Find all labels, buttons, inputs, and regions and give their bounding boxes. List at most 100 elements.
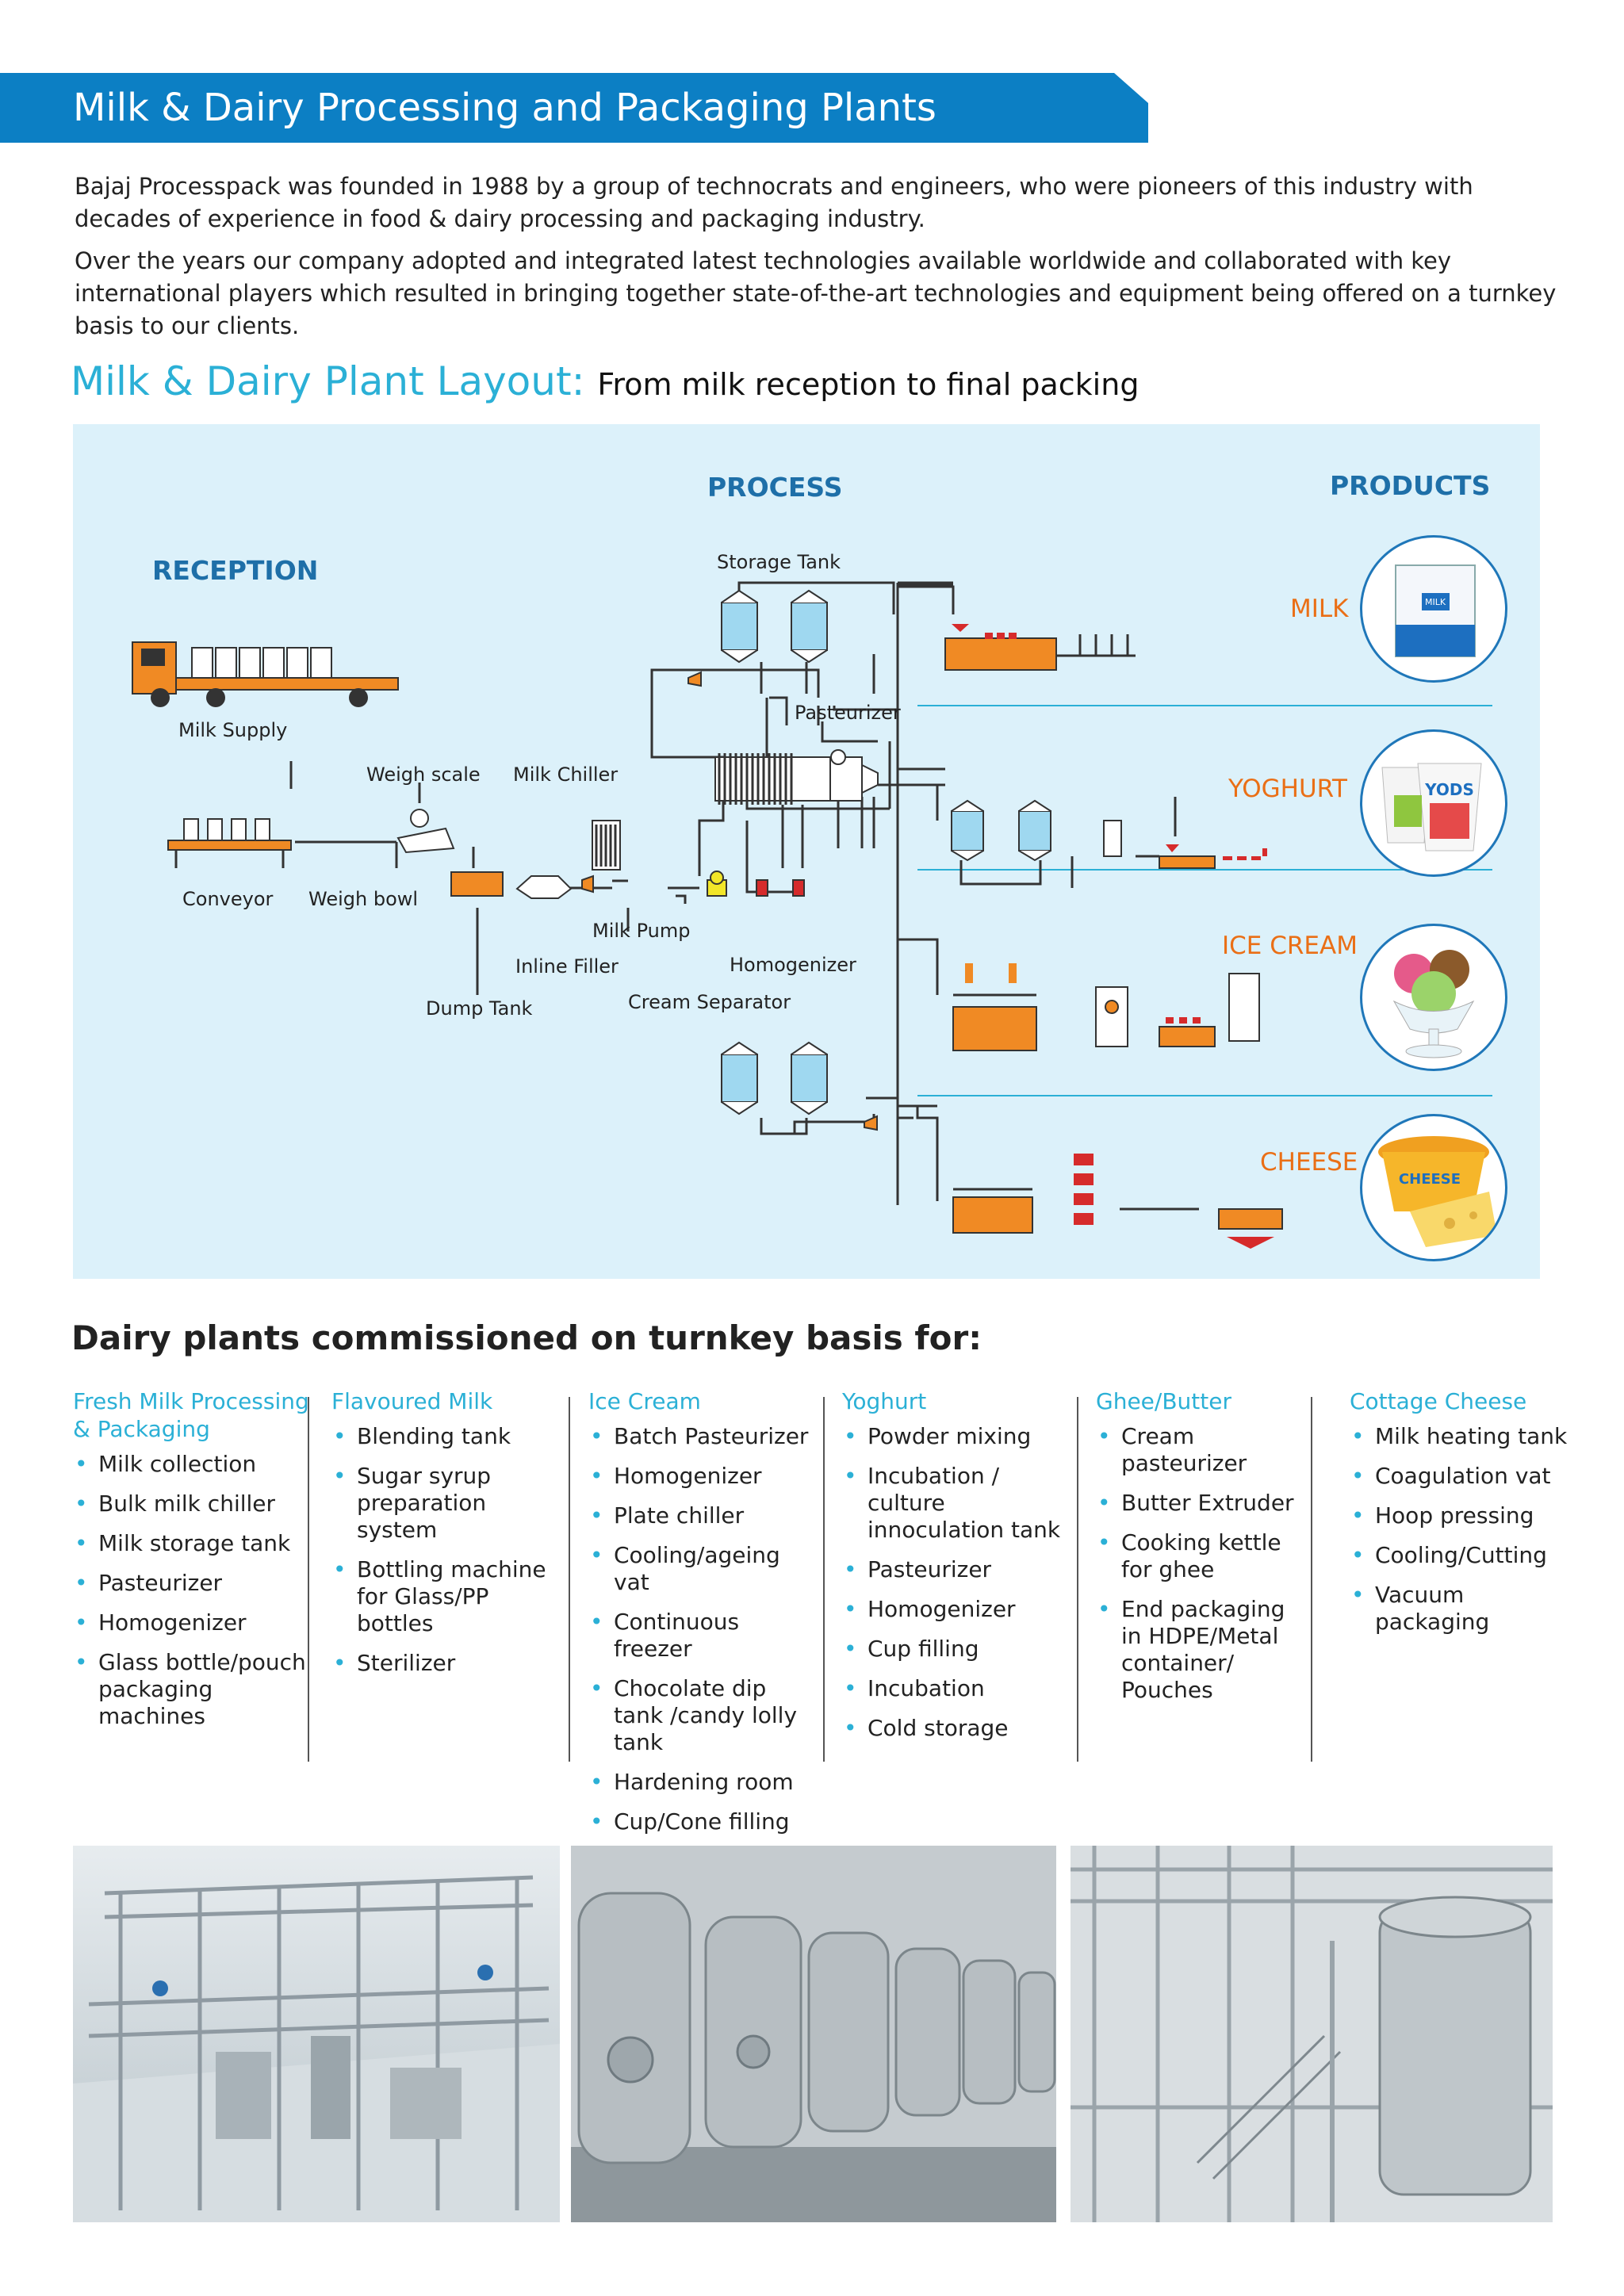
weigh-scale-icon (396, 809, 455, 854)
conveyor-icon (167, 818, 292, 868)
column-divider (1311, 1397, 1312, 1762)
list-item: Hoop pressing (1350, 1502, 1572, 1529)
column-title: Cottage Cheese (1350, 1388, 1527, 1414)
lower-tanks-icon (721, 1041, 828, 1115)
column-divider (823, 1397, 825, 1762)
list-item: Vacuum packaging (1350, 1582, 1572, 1636)
section-reception: RECEPTION (152, 555, 319, 586)
milk-truck-icon (132, 641, 399, 707)
list-item: Homogenizer (588, 1463, 818, 1490)
column-ice-cream: Ice Cream Batch Pasteurizer Homogenizer … (588, 1387, 818, 1848)
column-flavoured-milk: Flavoured Milk Blending tank Sugar syrup… (331, 1387, 569, 1689)
layout-subtitle: From milk reception to final packing (597, 367, 1139, 402)
label-homogenizer: Homogenizer (730, 954, 856, 976)
section-process: PROCESS (707, 472, 843, 503)
list-item: Cooling/ageing vat (588, 1542, 818, 1596)
intro-paragraph-2: Over the years our company adopted and i… (75, 247, 1557, 339)
plant-photo-3 (1071, 1846, 1553, 2222)
list-item: End packaging in HDPE/Metal container/ P… (1096, 1596, 1310, 1704)
column-list: Powder mixing Incubation / culture innoc… (842, 1423, 1080, 1742)
list-item: Hardening room (588, 1769, 818, 1796)
list-item: Homogenizer (842, 1596, 1080, 1623)
column-list: Milk collection Bulk milk chiller Milk s… (73, 1451, 311, 1730)
list-item: Incubation (842, 1675, 1080, 1702)
list-item: Cooling/Cutting (1350, 1542, 1572, 1569)
column-list: Cream pasteurizer Butter Extruder Cookin… (1096, 1423, 1310, 1704)
list-item: Chocolate dip tank /candy lolly tank (588, 1675, 818, 1756)
label-cream-separator: Cream Separator (628, 991, 791, 1013)
label-dump-tank: Dump Tank (426, 997, 533, 1020)
column-title: Fresh Milk Processing & Packaging (73, 1388, 309, 1442)
product-yoghurt-label: YOGHURT (1228, 775, 1347, 803)
column-ghee-butter: Ghee/Butter Cream pasteurizer Butter Ext… (1096, 1387, 1310, 1716)
layout-title: Milk & Dairy Plant Layout: (71, 358, 585, 404)
list-item: Milk heating tank (1350, 1423, 1572, 1450)
list-item: Cup filling (842, 1636, 1080, 1663)
plant-photo-1 (73, 1846, 560, 2222)
milk-pack-text: MILK (1425, 597, 1446, 607)
storage-tanks-icon (721, 589, 828, 664)
yoghurt-line-icon (951, 797, 1267, 888)
column-yoghurt: Yoghurt Powder mixing Incubation / cultu… (842, 1387, 1080, 1755)
cheese-cup-image: CHEESE (1360, 1114, 1507, 1261)
label-conveyor: Conveyor (182, 888, 274, 910)
list-item: Powder mixing (842, 1423, 1080, 1450)
column-title: Yoghurt (842, 1388, 927, 1414)
label-milk-pump: Milk Pump (592, 920, 691, 942)
dump-tank-icon (450, 871, 504, 897)
label-weigh-scale: Weigh scale (366, 763, 481, 786)
diagram-drawing (132, 581, 1492, 1249)
list-item: Coagulation vat (1350, 1463, 1572, 1490)
column-list: Milk heating tank Coagulation vat Hoop p… (1350, 1423, 1572, 1636)
milk-pump-icon (581, 874, 594, 894)
column-fresh-milk: Fresh Milk Processing & Packaging Milk c… (73, 1387, 311, 1743)
column-divider (569, 1397, 570, 1762)
section-products: PRODUCTS (1330, 470, 1491, 501)
plant-layout-diagram: PROCESS PRODUCTS RECEPTION Milk Supply C… (73, 424, 1540, 1279)
layout-heading: Milk & Dairy Plant Layout: From milk rec… (71, 358, 1139, 404)
intro-text: Bajaj Processpack was founded in 1988 by… (75, 170, 1557, 352)
cheese-brand-text: CHEESE (1399, 1171, 1461, 1188)
list-item: Pasteurizer (842, 1556, 1080, 1583)
product-cheese-label: CHEESE (1260, 1148, 1358, 1177)
milk-packing-line-icon (944, 624, 1136, 671)
list-item: Incubation / culture innoculation tank (842, 1463, 1080, 1544)
column-cottage-cheese: Cottage Cheese Milk heating tank Coagula… (1350, 1387, 1572, 1648)
column-list: Blending tank Sugar syrup preparation sy… (331, 1423, 569, 1677)
label-storage-tank: Storage Tank (717, 551, 841, 573)
ice-cream-image (1360, 924, 1507, 1071)
cream-separator-icon (707, 871, 727, 897)
list-item: Pasteurizer (73, 1570, 311, 1597)
label-inline-filler: Inline Filler (515, 955, 619, 978)
header-banner: Milk & Dairy Processing and Packaging Pl… (0, 73, 1148, 143)
list-item: Butter Extruder (1096, 1490, 1310, 1517)
list-item: Cup/Cone filling (588, 1808, 818, 1835)
column-divider (308, 1397, 309, 1762)
list-item: Glass bottle/pouch packaging machines (73, 1649, 311, 1730)
label-pasteurizer: Pasteurizer (795, 702, 901, 724)
commissioned-heading: Dairy plants commissioned on turnkey bas… (71, 1318, 982, 1357)
list-item: Cream pasteurizer (1096, 1423, 1310, 1477)
column-title: Ice Cream (588, 1388, 701, 1414)
list-item: Cooking kettle for ghee (1096, 1529, 1310, 1583)
list-item: Continuous freezer (588, 1609, 818, 1663)
list-item: Bulk milk chiller (73, 1490, 311, 1517)
list-item: Bottling machine for Glass/PP bottles (331, 1556, 569, 1637)
homogenizer-icon (756, 879, 805, 897)
cheese-line-icon (952, 1154, 1283, 1249)
intro-paragraph-1: Bajaj Processpack was founded in 1988 by… (75, 173, 1473, 232)
column-divider (1077, 1397, 1078, 1762)
yoghurt-cups-image: YODS (1360, 729, 1507, 877)
list-item: Batch Pasteurizer (588, 1423, 818, 1450)
product-ice-cream-label: ICE CREAM (1222, 932, 1358, 960)
yoghurt-brand-text: YODS (1424, 780, 1474, 799)
column-title: Ghee/Butter (1096, 1388, 1231, 1414)
product-milk-label: MILK (1290, 595, 1349, 623)
list-item: Cold storage (842, 1715, 1080, 1742)
list-item: Milk storage tank (73, 1530, 311, 1557)
column-list: Batch Pasteurizer Homogenizer Plate chil… (588, 1423, 818, 1835)
list-item: Sugar syrup preparation system (331, 1463, 569, 1544)
pasteurizer-icon (714, 749, 879, 805)
ice-cream-line-icon (952, 963, 1260, 1051)
milk-pack-image: MILK (1360, 535, 1507, 683)
